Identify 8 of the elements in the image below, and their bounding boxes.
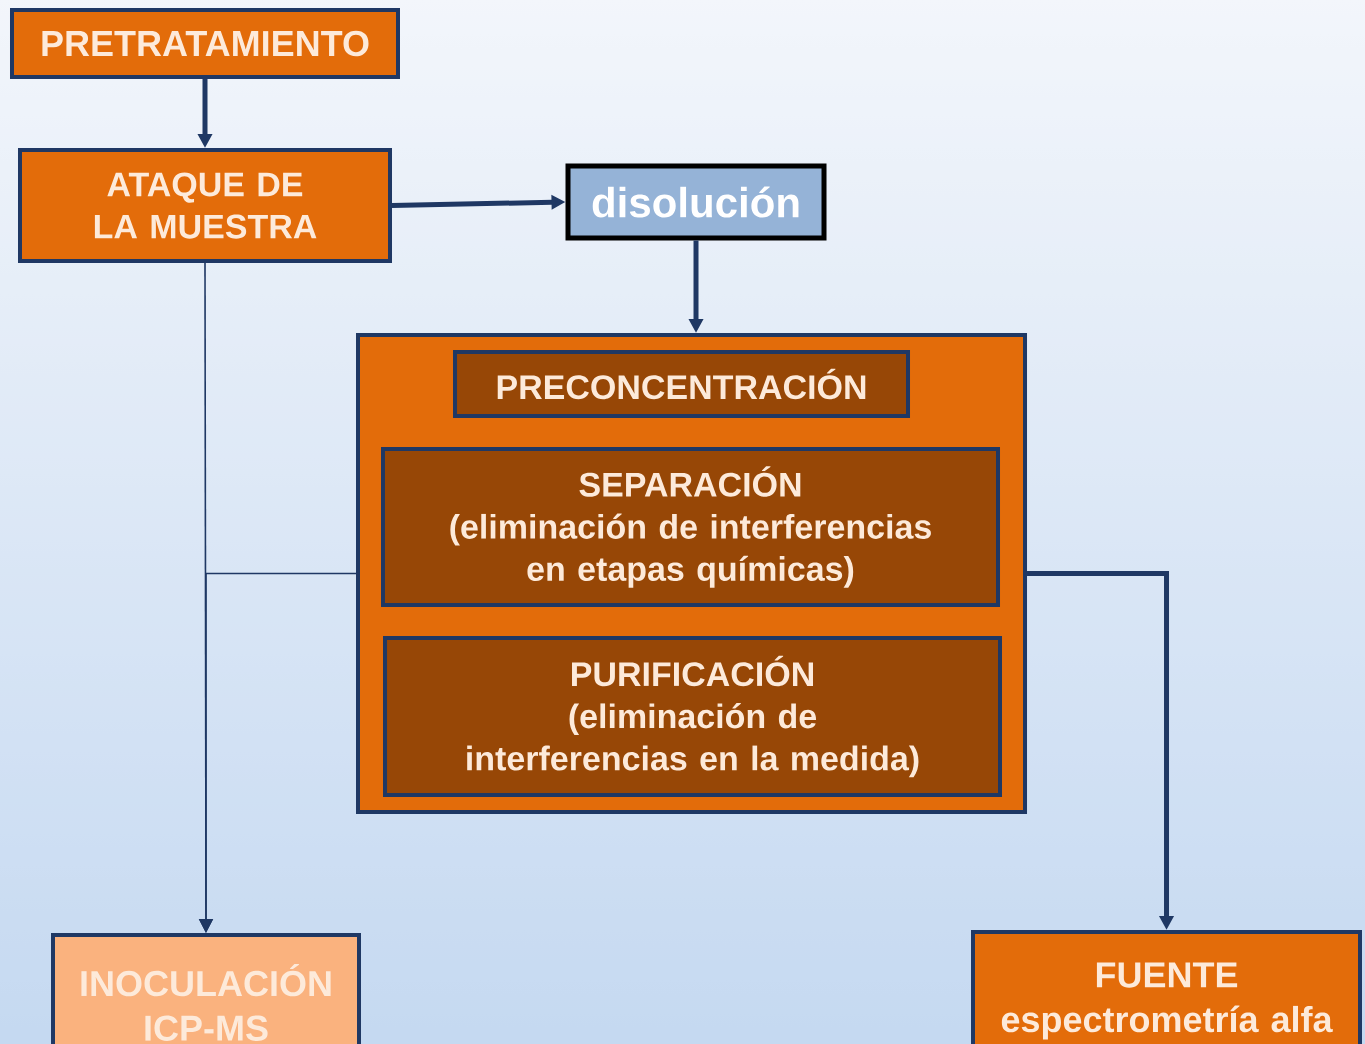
- process-box: ATAQUE DE LA MUESTRA: [18, 148, 392, 263]
- process-box: disolución: [565, 163, 827, 241]
- process-box: SEPARACIÓN (eliminación de interferencias en etapas químicas): [381, 447, 1000, 607]
- process-box: INOCULACIÓN ICP-MS: [51, 933, 361, 1044]
- process-box: PRETRATAMIENTO: [10, 8, 400, 79]
- process-box: FUENTE espectrometría alfa: [971, 930, 1362, 1044]
- process-box: PURIFICACIÓN (eliminación de interferencias en la medida): [383, 636, 1002, 797]
- process-box: PRECONCENTRACIÓN: [453, 350, 910, 418]
